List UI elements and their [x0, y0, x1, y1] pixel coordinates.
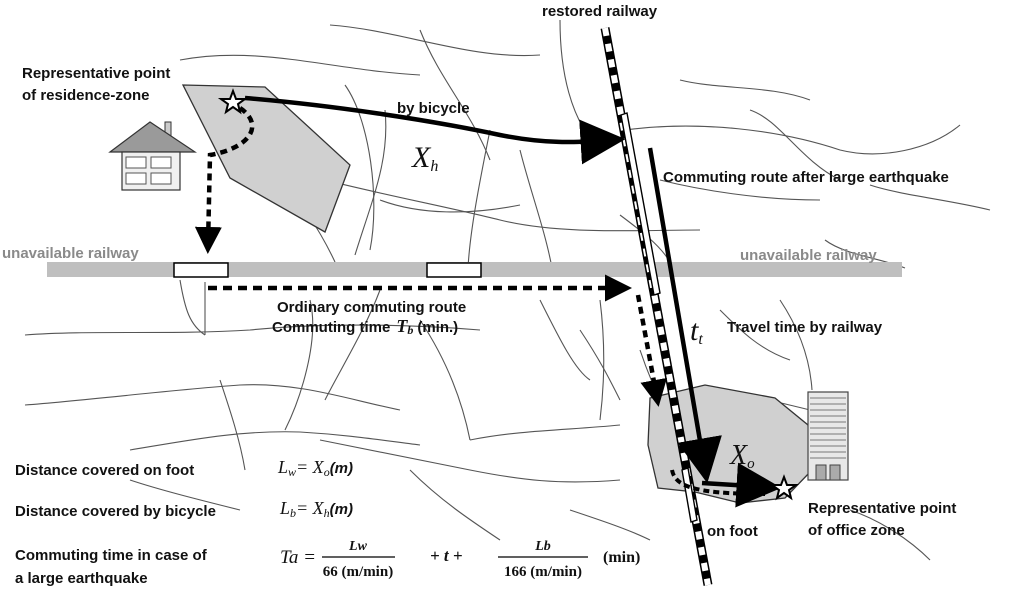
foot-route-arrow: [701, 462, 782, 508]
office-point-label-1: Representative point: [808, 500, 956, 517]
fraction-1: Lw 66 (m/min): [322, 539, 395, 580]
bike-distance-label: Distance covered by bicycle: [15, 503, 216, 520]
fraction-2-denominator: 166 (m/min): [504, 564, 582, 580]
office-building-icon: [807, 391, 849, 481]
bicycle-route-arrow: [244, 95, 626, 165]
tt-symbol: tt: [690, 314, 703, 348]
xo-symbol: Xo: [729, 440, 755, 472]
foot-distance-eq: Lw= Xo(m): [277, 457, 353, 479]
on-foot-label: on foot: [707, 523, 758, 540]
residence-zone: [181, 84, 351, 233]
fraction-2-numerator: Lb: [534, 539, 551, 554]
ordinary-route-label: Ordinary commuting route: [277, 299, 466, 316]
foot-route-dashed: [670, 469, 766, 496]
station-mid: [426, 262, 482, 278]
bike-distance-eq: Lb= Xh(m): [279, 498, 353, 520]
min-unit: (min): [603, 549, 640, 566]
residence-point-label-2: of residence-zone: [22, 87, 150, 104]
restored-railway: [600, 27, 713, 586]
residence-point-label-1: Representative point: [22, 65, 170, 82]
earthquake-route-arrow: [647, 147, 722, 484]
quake-time-label-1: Commuting time in case of: [15, 547, 208, 564]
foot-distance-label: Distance covered on foot: [15, 462, 194, 479]
residence-star-icon: [217, 88, 249, 115]
quake-time-label-2: a large earthquake: [15, 570, 148, 587]
restored-railway-label: restored railway: [542, 3, 658, 20]
unavailable-railway-left-label: unavailable railway: [2, 245, 139, 262]
fraction-1-denominator: 66 (m/min): [323, 564, 393, 580]
plus-t-term: + t +: [430, 546, 463, 565]
xh-symbol: Xh: [411, 141, 438, 175]
road-network: [24, 19, 991, 561]
station-left: [173, 262, 229, 278]
office-point-label-2: of office zone: [808, 522, 905, 539]
ta-symbol: Ta =: [280, 547, 316, 568]
fraction-2: Lb 166 (m/min): [498, 539, 588, 580]
unavailable-railway-right-label: unavailable railway: [740, 247, 877, 264]
house-icon: [108, 121, 197, 191]
travel-time-label: Travel time by railway: [727, 319, 883, 336]
fraction-1-numerator: Lw: [348, 539, 368, 554]
walk-route-residence: [194, 106, 255, 254]
ordinary-route-down: [635, 294, 668, 407]
commuting-after-label: Commuting route after large earthquake: [663, 169, 949, 186]
by-bicycle-label: by bicycle: [397, 100, 470, 117]
office-star-icon: [768, 474, 800, 501]
